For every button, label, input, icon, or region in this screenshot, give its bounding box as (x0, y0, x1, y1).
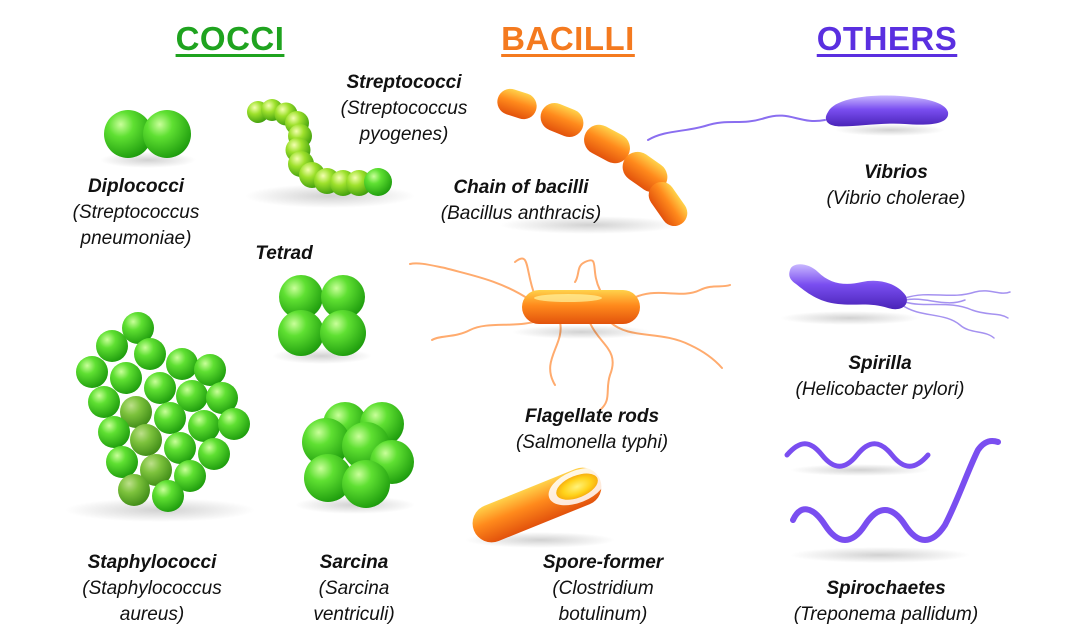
spirilla-label: Spirilla (Helicobacter pylori) (796, 351, 965, 403)
chain-of-bacilli-label: Chain of bacilli (Bacillus anthracis) (441, 175, 602, 227)
spirochaetes-graphic (784, 438, 1001, 563)
sarcina-name: Sarcina (319, 552, 389, 573)
spore-former-name: Spore-former (542, 552, 664, 573)
vibrio-graphic (647, 95, 949, 141)
diplococci-label: Diplococci (Streptococcus pneumoniae) (73, 174, 200, 252)
spirilla-species: (Helicobacter pylori) (795, 379, 965, 400)
others-heading: OTHERS (816, 20, 958, 57)
streptococci-graphic (245, 99, 415, 208)
chain-of-bacilli-name: Chain of bacilli (453, 177, 589, 198)
vibrios-label: Vibrios (Vibrio cholerae) (826, 160, 965, 212)
spore-former-species: (Clostridium botulinum) (552, 578, 654, 625)
spirochaetes-species: (Treponema pallidum) (793, 604, 979, 625)
spirilla-graphic (780, 264, 1011, 339)
staphylococci-graphic (65, 312, 255, 522)
sarcina-graphic (295, 402, 415, 514)
diplococci-graphic (100, 110, 196, 168)
cocci-heading: COCCI (175, 20, 285, 57)
chain-of-bacilli-graphic (497, 88, 688, 234)
sarcina-species: (Sarcina ventriculi) (313, 578, 395, 625)
sarcina-label: Sarcina (Sarcina ventriculi) (313, 550, 394, 628)
chain-of-bacilli-species: (Bacillus anthracis) (440, 203, 602, 224)
diplococci-name: Diplococci (87, 176, 185, 197)
staphylococci-species: (Staphylococcus aureus) (82, 578, 222, 625)
streptococci-species: (Streptococcus pyogenes) (340, 98, 468, 145)
tetrad-name: Tetrad (255, 243, 313, 264)
tetrad-label: Tetrad (255, 241, 312, 267)
bacilli-heading: BACILLI (501, 20, 635, 57)
spirochaetes-name: Spirochaetes (826, 578, 946, 599)
diplococci-species: (Streptococcus pneumoniae) (72, 202, 200, 249)
flagellate-rod-graphic (409, 257, 731, 411)
vibrios-species: (Vibrio cholerae) (826, 188, 966, 209)
tetrad-graphic (272, 275, 372, 364)
flagellate-rods-species: (Salmonella typhi) (515, 432, 669, 453)
vibrios-name: Vibrios (864, 162, 928, 183)
flagellate-rods-label: Flagellate rods (Salmonella typhi) (516, 404, 668, 456)
spore-former-graphic (465, 467, 615, 548)
spirochaetes-label: Spirochaetes (Treponema pallidum) (794, 576, 978, 628)
streptococci-name: Streptococci (346, 72, 462, 93)
staphylococci-name: Staphylococci (87, 552, 217, 573)
flagellate-rods-name: Flagellate rods (524, 406, 660, 427)
staphylococci-label: Staphylococci (Staphylococcus aureus) (82, 550, 221, 628)
spirilla-name: Spirilla (848, 353, 912, 374)
streptococci-label: Streptococci (Streptococcus pyogenes) (341, 70, 468, 148)
spore-former-label: Spore-former (Clostridium botulinum) (543, 550, 663, 628)
